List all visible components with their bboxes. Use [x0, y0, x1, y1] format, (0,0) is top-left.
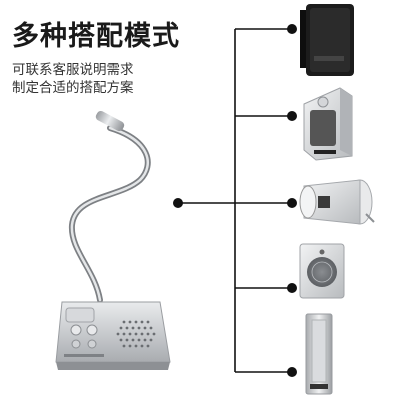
subtitle-line-1: 可联系客服说明需求 [12, 62, 134, 78]
subtitle-line-2: 制定合适的搭配方案 [12, 80, 134, 96]
wall-mount-box-speaker [300, 4, 354, 76]
connector-lines [178, 28, 292, 373]
column-speaker [305, 313, 333, 395]
headline: 多种搭配模式 [12, 21, 180, 52]
horn-speaker [299, 179, 375, 225]
ceiling-corner-speaker [303, 87, 353, 161]
gooseneck-microphone-intercom [55, 110, 171, 370]
flush-panel-speaker [299, 243, 345, 299]
intercom-grille [116, 320, 156, 348]
connector-dots [173, 24, 297, 377]
